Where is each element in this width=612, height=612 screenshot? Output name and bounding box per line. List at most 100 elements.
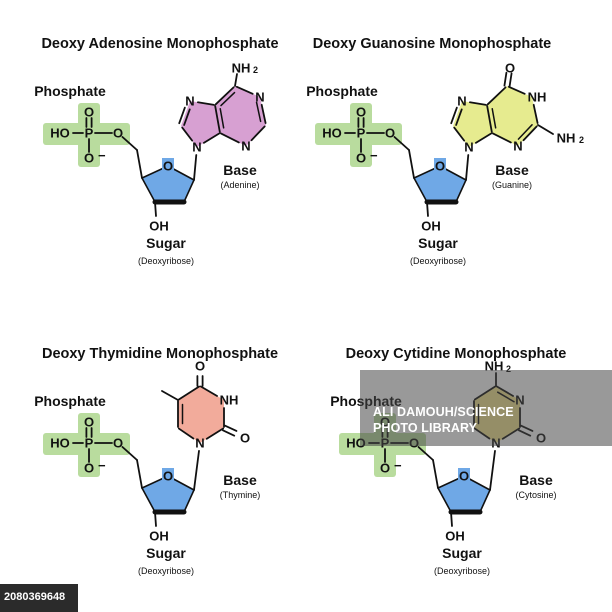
bond-n7-c5	[196, 101, 215, 106]
bond-c4-c5-inner	[219, 108, 225, 129]
base-sub-label: (Adenine)	[220, 180, 259, 190]
base-n3-atom: N	[513, 139, 522, 154]
bond-c2-n3-inner	[517, 124, 533, 140]
phosphate-o-ester-atom: O	[385, 126, 395, 141]
panel-title: Deoxy Guanosine Monophosphate	[313, 36, 551, 52]
base-carbonyl-o-atom: O	[505, 61, 515, 76]
bond-c6-nh2	[234, 73, 238, 87]
base-n9-atom: N	[464, 140, 473, 155]
base-label: Base	[223, 472, 257, 488]
bond-c3-oh	[426, 201, 429, 217]
bond-glycosidic	[193, 450, 200, 491]
bond-n7-c5	[468, 101, 487, 106]
phosphate-ho-atom: HO	[50, 126, 70, 141]
sugar-ring-oxygen-atom: O	[435, 159, 445, 174]
bond-o-c5	[393, 136, 410, 151]
base-sub-label: (Guanine)	[492, 180, 532, 190]
panel-title: Deoxy Cytidine Monophosphate	[346, 346, 567, 362]
bond-c5-c4	[486, 105, 493, 133]
sugar-ring-oxygen-atom: O	[459, 469, 469, 484]
bond-c6-n1	[507, 85, 526, 95]
phosphate-charge-sign: −	[98, 148, 106, 163]
base-n3-atom: N	[241, 139, 250, 154]
bond-n9-c8	[453, 126, 466, 142]
phosphate-o-top-atom: O	[84, 415, 94, 430]
phosphate-highlight-vertical	[78, 413, 100, 477]
bond-c2-n3	[250, 125, 266, 142]
phosphate-highlight-vertical	[350, 103, 372, 167]
phosphate-charge-sign: −	[370, 148, 378, 163]
base-label: Base	[519, 472, 553, 488]
sugar-label: Sugar	[442, 545, 482, 561]
bond-c4-c5-inner	[491, 108, 497, 129]
base-nh-atom: NH	[220, 393, 239, 408]
bond-c5-c4	[136, 459, 143, 489]
base-n1-atom: N	[195, 436, 204, 451]
bond-c4-n9	[202, 132, 221, 144]
sugar-oh-atom: OH	[421, 219, 441, 234]
sugar-ring-oxygen-atom: O	[163, 159, 173, 174]
bond-n1-c2	[260, 103, 267, 124]
bond-c5-c6	[486, 86, 507, 106]
sugar-label: Sugar	[418, 235, 458, 251]
bond-c5-c4	[214, 105, 221, 133]
bond-c8-n7	[178, 106, 186, 125]
sugar-o-backdrop	[162, 158, 174, 172]
bond-glycosidic	[465, 154, 470, 181]
phosphate-label: Phosphate	[306, 83, 378, 99]
bond-c8-n7	[455, 108, 463, 126]
bond-c2-o-double	[224, 424, 238, 432]
base-nh2-atom: NH	[557, 131, 576, 146]
bond-o-c5	[121, 136, 138, 151]
phosphate-o-top-atom: O	[84, 105, 94, 120]
phosphate-o-ester-atom: O	[113, 436, 123, 451]
watermark-credit-line1: ALI DAMOUH/SCIENCE	[373, 405, 514, 419]
bond-c3-oh	[154, 201, 157, 217]
base-n1-atom: N	[255, 90, 264, 105]
sugar-o-backdrop	[434, 158, 446, 172]
bond-n9-c8	[181, 126, 194, 142]
base-nh2-atom: NH	[232, 61, 251, 76]
image-id-badge	[0, 584, 78, 612]
bond-c2-n3	[522, 125, 538, 142]
sugar-o-backdrop	[458, 468, 470, 482]
bond-glycosidic	[489, 450, 496, 491]
panel-title: Deoxy Adenosine Monophosphate	[41, 36, 278, 52]
base-nh2-subscript: 2	[579, 135, 584, 145]
base-highlight	[181, 86, 266, 147]
base-nh-atom: NH	[528, 90, 547, 105]
sugar-o-backdrop	[162, 468, 174, 482]
bond-c5-c6-inner	[220, 91, 236, 107]
panel-title: Deoxy Thymidine Monophosphate	[42, 346, 278, 362]
sugar-oh-atom: OH	[149, 529, 169, 544]
image-id-text: 2080369648	[4, 591, 66, 603]
bond-c4-n3	[199, 385, 218, 397]
bond-c3-oh	[154, 511, 157, 527]
bond-n3-c4	[219, 132, 240, 144]
bond-o-c5	[121, 446, 138, 461]
bond-c2-nh2	[537, 124, 554, 135]
base-c4-o-atom: O	[195, 359, 205, 374]
phosphate-o-minus-atom: O	[356, 151, 366, 166]
base-c2-o-atom: O	[240, 431, 250, 446]
phosphate-o-ester-atom: O	[113, 126, 123, 141]
bond-c8-n7	[183, 108, 191, 126]
sugar-oh-atom: OH	[149, 219, 169, 234]
watermark-banner	[360, 370, 612, 446]
bond-c8-n7	[450, 106, 458, 125]
bond-o-c5	[417, 446, 434, 461]
bond-c3-oh	[450, 511, 453, 527]
sugar-sub-label: (Deoxyribose)	[138, 566, 194, 576]
phosphate-p-atom: P	[357, 126, 366, 141]
base-label: Base	[495, 162, 529, 178]
bond-c5-methyl	[161, 390, 179, 401]
bond-c6-n1	[235, 85, 254, 95]
bond-c5-c4	[177, 385, 201, 401]
bond-n1-c2-inner	[255, 101, 262, 123]
bond-c2-n1	[205, 427, 225, 440]
phosphate-charge-sign: −	[98, 458, 106, 473]
bond-glycosidic	[193, 154, 198, 181]
